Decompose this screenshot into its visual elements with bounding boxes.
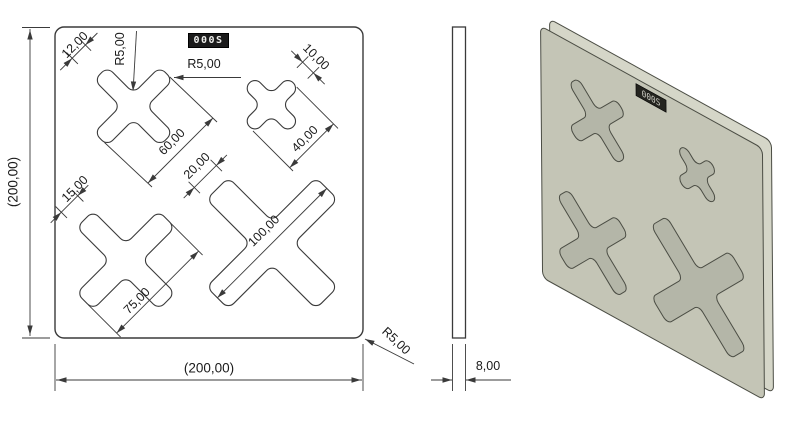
dimension-line [169, 222, 203, 256]
dim-arrowhead [216, 156, 225, 166]
dim-arrowhead [351, 377, 361, 383]
iso-cross-wall-top-right [666, 139, 729, 211]
dimension-line [210, 159, 223, 172]
dim-arrowhead [174, 74, 184, 81]
dim-arrowhead [77, 187, 87, 196]
iso-cross-wall-bottom-right [620, 198, 778, 377]
iso-cross-wall-bottom-left [534, 176, 652, 310]
dimension-line [169, 76, 218, 123]
dim-arrowhead [27, 325, 33, 335]
dim-arrowhead [185, 187, 195, 197]
dimension-line [104, 142, 153, 188]
dim-arrowhead [63, 58, 73, 67]
dim-arrowhead [189, 251, 199, 260]
dim-arrowhead [57, 377, 67, 383]
dim-arrowhead [289, 159, 299, 168]
dimension-line [289, 123, 334, 169]
side-view-outline [451, 26, 467, 339]
dimension-line [132, 30, 137, 90]
dimension-line [296, 86, 339, 129]
iso-part-badge-box [636, 84, 666, 113]
dim-thickness-label: 8,00 [475, 358, 501, 373]
dim-arrowhead [130, 81, 137, 91]
dim-arrowhead [148, 174, 157, 183]
part-badge-text: 000S [193, 35, 224, 46]
dim-overall-height-label: (200,00) [5, 156, 21, 208]
dim-cross1-fillet-label-horizontal: R5,00 [187, 56, 221, 71]
dim-arrowhead [116, 324, 126, 334]
dim-arrowhead [365, 339, 375, 346]
dimension-line [71, 189, 84, 202]
dim-arrowhead [313, 72, 323, 82]
dim-arrowhead [324, 123, 334, 133]
dim-arrowhead [217, 289, 226, 298]
dimension-line [216, 188, 328, 299]
dim-arrowhead [52, 212, 62, 221]
cross-cutout-top-left [68, 41, 199, 172]
dim-cross1-fillet-label-vertical: R5,00 [112, 32, 127, 66]
dim-arrowhead [466, 377, 476, 383]
dimension-line [116, 250, 199, 334]
cross-cutout-bottom-left [44, 178, 208, 342]
dim-arrowhead [442, 377, 452, 383]
part-badge: 000S [188, 33, 229, 48]
dim-overall-width-label: (200,00) [183, 360, 235, 376]
dimension-line [307, 66, 320, 79]
dim-arrowhead [85, 36, 95, 45]
dim-arrowhead [318, 188, 327, 198]
dim-arrowhead [204, 118, 213, 127]
dimension-line [66, 52, 79, 65]
dim-arrowhead [293, 53, 303, 63]
dimension-line [296, 56, 309, 69]
dimension-line [79, 38, 92, 52]
dim-arrowhead [27, 30, 33, 40]
dimension-line [188, 181, 201, 194]
iso-cross-wall-top-left [550, 67, 645, 174]
cross-cutout-top-right [228, 61, 316, 149]
dimension-line [87, 304, 121, 338]
dimension-line [147, 117, 214, 184]
dimension-line [252, 130, 294, 172]
